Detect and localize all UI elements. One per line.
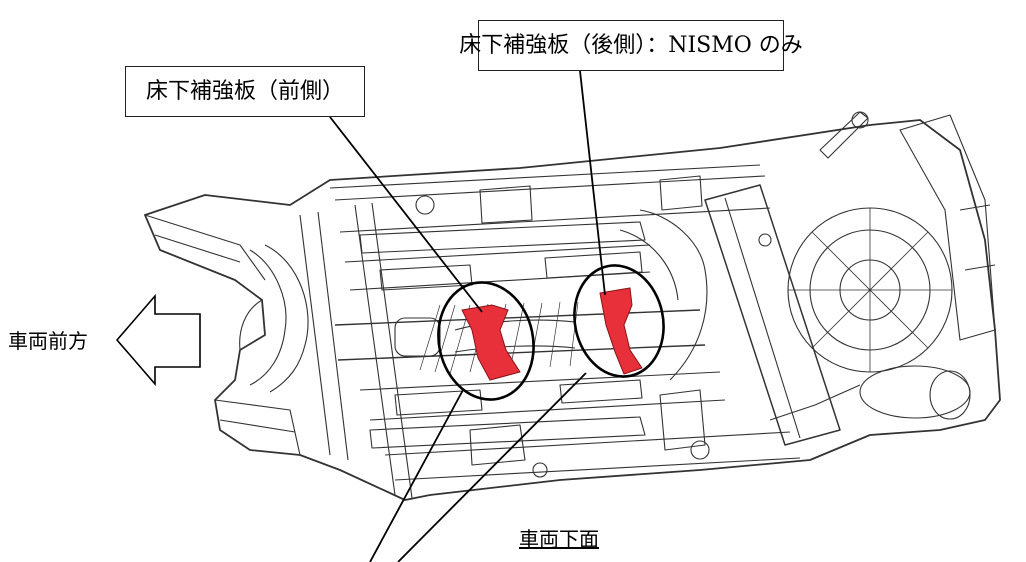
front-plate-callout-text: 床下補強板（前側）: [145, 78, 344, 104]
arrow-left-outline-icon: [115, 293, 201, 387]
rear-plate-leader-line: [579, 70, 606, 296]
front-plate-leader-line: [329, 116, 483, 313]
rear-plate-callout: 床下補強板（後側）：NISMO のみ: [459, 20, 803, 71]
rear-plate-callout-text: 床下補強板（後側）：NISMO のみ: [459, 32, 803, 58]
vehicle-underside-label: 車両下面: [519, 527, 599, 551]
front-reinforcement-plate: [461, 304, 521, 381]
bottom-leader-line-right: [397, 372, 587, 562]
front-plate-callout: 床下補強板（前側）: [125, 66, 365, 117]
rear-plate-highlight-circle: [573, 264, 665, 378]
chassis-underbody: [144, 111, 1001, 501]
bottom-leader-line-left: [369, 389, 464, 562]
rear-reinforcement-plate: [599, 287, 643, 375]
front-plate-highlight-circle: [437, 281, 535, 401]
vehicle-front-label: 車両前方: [8, 329, 88, 353]
